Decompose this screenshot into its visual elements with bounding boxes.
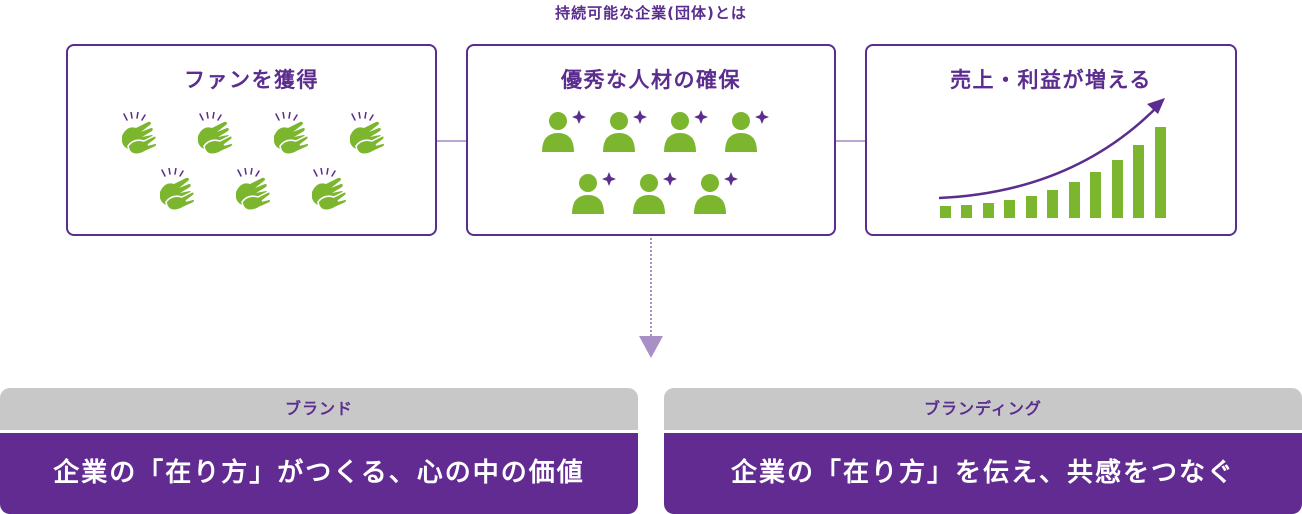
clapping-hands-icon (349, 112, 386, 155)
person-sparkle-icon (725, 110, 769, 152)
growth-bar (1004, 200, 1015, 218)
person-sparkle-icon (603, 110, 647, 152)
growth-bar (1155, 127, 1166, 218)
branding-box: ブランディング 企業の「在り方」を伝え、共感をつなぐ (664, 388, 1302, 514)
growth-bar (1026, 196, 1037, 218)
growth-bar (961, 205, 972, 218)
clapping-hands-icon (273, 112, 310, 155)
person-sparkle-icon (694, 172, 738, 214)
clapping-hands-icon (235, 168, 272, 211)
brand-text: 企業の「在り方」がつくる、心の中の価値 (0, 433, 638, 514)
person-sparkle-icon (664, 110, 708, 152)
fans-card-title: ファンを獲得 (184, 68, 319, 92)
dotted-arrow-line (650, 238, 652, 336)
talent-card: 優秀な人材の確保 (466, 44, 836, 236)
clapping-hands-icon (159, 168, 196, 211)
branding-heading: ブランディング (664, 388, 1302, 430)
branding-text: 企業の「在り方」を伝え、共感をつなぐ (664, 433, 1302, 514)
revenue-card-title: 売上・利益が増える (950, 68, 1152, 92)
person-sparkle-icon (633, 172, 677, 214)
card-connector-line (835, 140, 866, 142)
growth-trend-line (938, 105, 1159, 200)
clapping-hands-icon (311, 168, 348, 211)
growth-bar (940, 206, 951, 218)
growth-bar (1133, 145, 1144, 218)
clapping-hands-icon (197, 112, 234, 155)
growth-arrow-head (1147, 98, 1165, 114)
growth-bar (983, 203, 994, 218)
growth-bar (1047, 190, 1058, 218)
person-sparkle-icon (542, 110, 586, 152)
revenue-card: 売上・利益が増える (865, 44, 1237, 236)
growth-bar (1069, 182, 1080, 218)
growth-bar (1090, 172, 1101, 218)
brand-heading: ブランド (0, 388, 638, 430)
brand-box: ブランド 企業の「在り方」がつくる、心の中の価値 (0, 388, 638, 514)
growth-bar-chart-icon (938, 98, 1166, 218)
fans-card: ファンを獲得 (66, 44, 437, 236)
page-title: 持続可能な企業(団体)とは (555, 4, 747, 22)
growth-bar (1112, 160, 1123, 218)
clapping-hands-icon (121, 112, 158, 155)
arrow-down-icon (639, 336, 663, 358)
talent-card-title: 優秀な人材の確保 (561, 68, 741, 92)
person-sparkle-icon (572, 172, 616, 214)
card-connector-line (436, 140, 466, 142)
